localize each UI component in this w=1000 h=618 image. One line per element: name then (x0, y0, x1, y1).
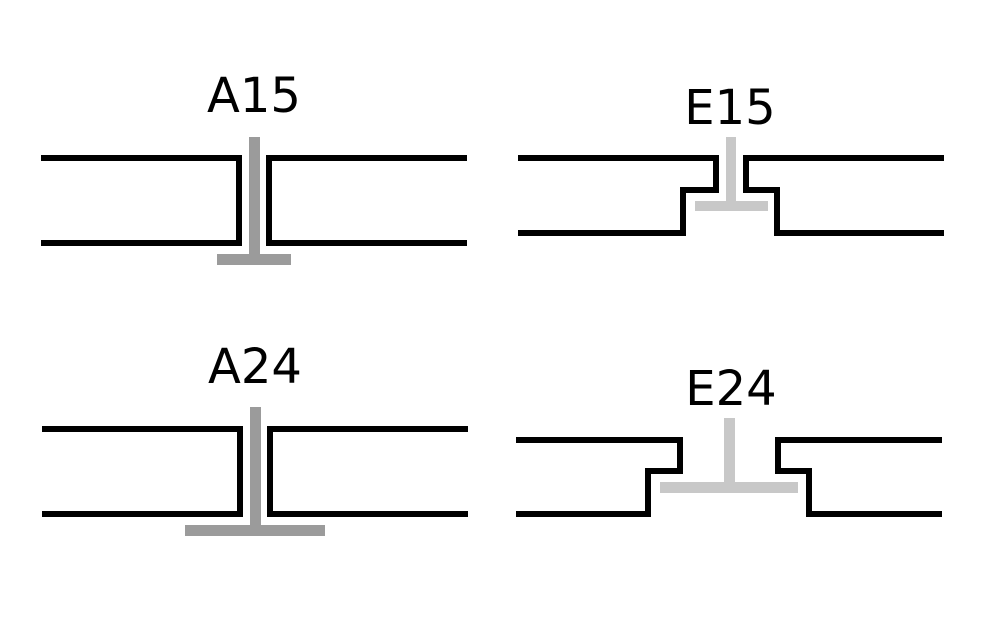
ceiling-tile-right-e24 (775, 437, 942, 517)
ceiling-tile-right-e15 (743, 155, 944, 236)
grid-tee-flange-a24 (185, 525, 325, 536)
detail-label-e15: E15 (684, 80, 775, 136)
detail-e24: E24 (516, 361, 942, 517)
ceiling-tile-left-e15 (518, 155, 719, 236)
grid-tee-stem-a15 (249, 137, 260, 259)
ceiling-tile-left-e24 (516, 437, 683, 517)
detail-a24: A24 (42, 339, 468, 536)
detail-label-e24: E24 (685, 361, 776, 417)
grid-tee-stem-a24 (250, 407, 261, 531)
ceiling-tile-right-a15 (266, 155, 467, 246)
grid-tee-stem-e15 (726, 137, 736, 207)
ceiling-tile-left-a15 (41, 155, 242, 246)
detail-label-a24: A24 (208, 339, 302, 395)
ceiling-tile-right-a24 (267, 426, 468, 517)
detail-e15: E15 (518, 80, 944, 236)
grid-tee-stem-e24 (724, 418, 735, 488)
grid-tee-flange-e15 (695, 201, 768, 211)
grid-tee-flange-e24 (660, 482, 798, 493)
ceiling-tile-left-a24 (42, 426, 243, 517)
detail-a15: A15 (41, 68, 467, 265)
grid-tee-flange-a15 (217, 254, 291, 265)
detail-label-a15: A15 (207, 68, 301, 124)
